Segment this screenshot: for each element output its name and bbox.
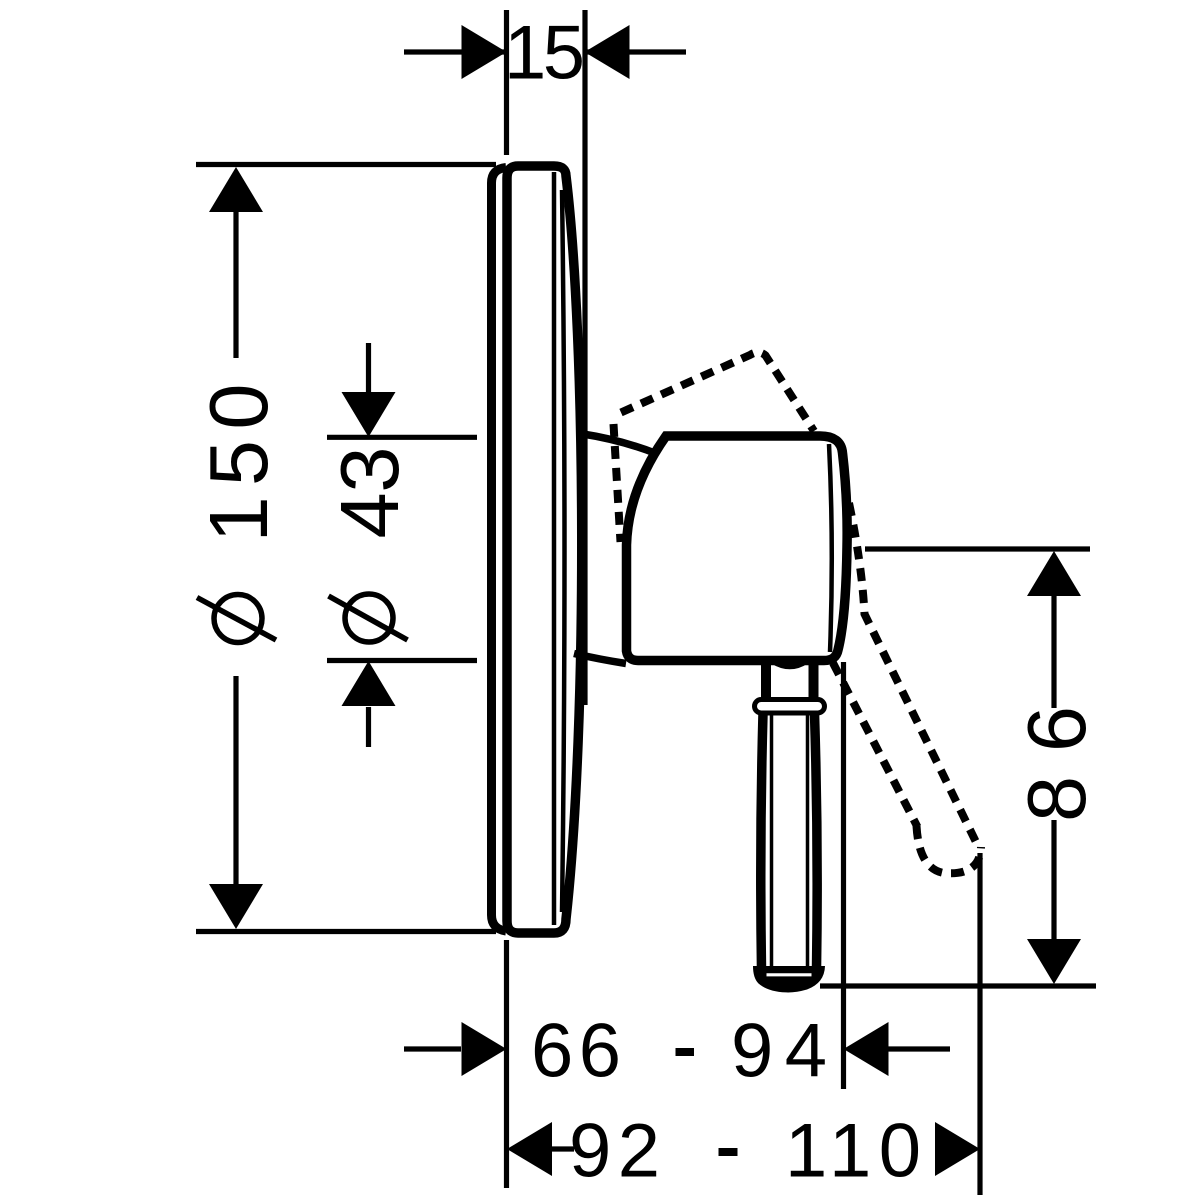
svg-text:15: 15: [504, 11, 585, 96]
svg-text:43: 43: [323, 447, 416, 539]
svg-text:110: 110: [785, 1109, 921, 1194]
svg-text:150: 150: [192, 384, 285, 543]
